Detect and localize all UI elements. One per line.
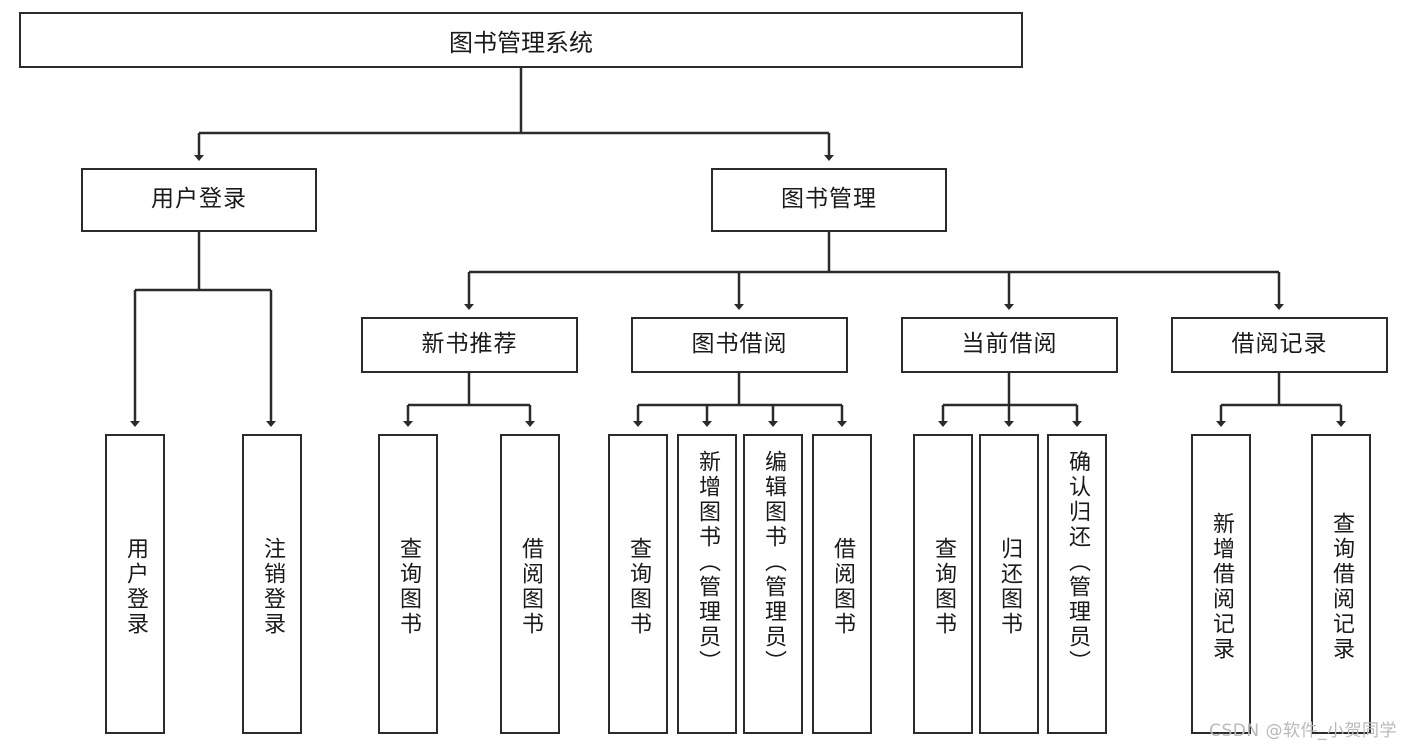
- node-leaf-query-book-3-label: 查询图书: [930, 537, 956, 637]
- node-root-label: 图书管理系统: [449, 28, 593, 57]
- node-leaf-add-book[interactable]: 新增图书（管理员）: [677, 434, 737, 734]
- node-leaf-logout-label: 注销登录: [259, 537, 285, 637]
- node-leaf-return-book[interactable]: 归还图书: [979, 434, 1039, 734]
- node-leaf-query-book-2-label: 查询图书: [625, 537, 651, 637]
- leaf-text-wrap: 查询图书: [380, 442, 436, 732]
- node-borrow-record-label: 借阅记录: [1231, 331, 1328, 358]
- node-leaf-user-login[interactable]: 用户登录: [105, 434, 165, 734]
- leaf-text-wrap: 借阅图书: [814, 442, 870, 732]
- node-leaf-add-book-label: 新增图书（管理员）: [694, 450, 720, 675]
- node-user-login[interactable]: 用户登录: [81, 168, 317, 232]
- node-book-manage-label: 图书管理: [781, 186, 877, 213]
- node-current-borrow[interactable]: 当前借阅: [901, 317, 1118, 373]
- node-book-borrow[interactable]: 图书借阅: [631, 317, 848, 373]
- node-leaf-borrow-book-2-label: 借阅图书: [829, 537, 855, 637]
- node-leaf-edit-book[interactable]: 编辑图书（管理员）: [743, 434, 803, 734]
- node-leaf-query-book-2[interactable]: 查询图书: [608, 434, 668, 734]
- node-new-book-rec[interactable]: 新书推荐: [361, 317, 578, 373]
- leaf-text-wrap: 查询图书: [610, 442, 666, 732]
- node-current-borrow-label: 当前借阅: [961, 331, 1058, 358]
- node-borrow-record[interactable]: 借阅记录: [1171, 317, 1388, 373]
- node-leaf-query-record[interactable]: 查询借阅记录: [1311, 434, 1371, 734]
- node-leaf-user-login-label: 用户登录: [122, 537, 148, 637]
- leaf-text-wrap: 借阅图书: [502, 442, 558, 732]
- node-book-manage[interactable]: 图书管理: [711, 168, 947, 232]
- node-leaf-query-book-1[interactable]: 查询图书: [378, 434, 438, 734]
- node-leaf-query-book-3[interactable]: 查询图书: [913, 434, 973, 734]
- node-leaf-borrow-book-1[interactable]: 借阅图书: [500, 434, 560, 734]
- leaf-text-wrap: 用户登录: [107, 442, 163, 732]
- leaf-text-wrap: 归还图书: [981, 442, 1037, 732]
- leaf-text-wrap: 查询图书: [915, 442, 971, 732]
- node-root[interactable]: 图书管理系统: [19, 12, 1023, 68]
- node-leaf-logout[interactable]: 注销登录: [242, 434, 302, 734]
- leaf-text-wrap: 确认归还（管理员）: [1049, 442, 1105, 740]
- node-leaf-query-record-label: 查询借阅记录: [1328, 512, 1354, 662]
- leaf-text-wrap: 新增借阅记录: [1193, 442, 1249, 732]
- node-leaf-add-record[interactable]: 新增借阅记录: [1191, 434, 1251, 734]
- node-leaf-confirm-return-label: 确认归还（管理员）: [1064, 450, 1090, 675]
- node-new-book-rec-label: 新书推荐: [421, 331, 518, 358]
- node-leaf-confirm-return[interactable]: 确认归还（管理员）: [1047, 434, 1107, 734]
- node-leaf-add-record-label: 新增借阅记录: [1208, 512, 1234, 662]
- node-leaf-return-book-label: 归还图书: [996, 537, 1022, 637]
- leaf-text-wrap: 编辑图书（管理员）: [745, 442, 801, 740]
- node-leaf-edit-book-label: 编辑图书（管理员）: [760, 450, 786, 675]
- watermark-text: CSDN @软件_小贺同学: [1209, 721, 1397, 741]
- node-leaf-borrow-book-2[interactable]: 借阅图书: [812, 434, 872, 734]
- node-leaf-query-book-1-label: 查询图书: [395, 537, 421, 637]
- leaf-text-wrap: 注销登录: [244, 442, 300, 732]
- node-user-login-label: 用户登录: [151, 186, 247, 213]
- leaf-text-wrap: 新增图书（管理员）: [679, 442, 735, 740]
- node-book-borrow-label: 图书借阅: [691, 331, 788, 358]
- leaf-text-wrap: 查询借阅记录: [1313, 442, 1369, 732]
- node-leaf-borrow-book-1-label: 借阅图书: [517, 537, 543, 637]
